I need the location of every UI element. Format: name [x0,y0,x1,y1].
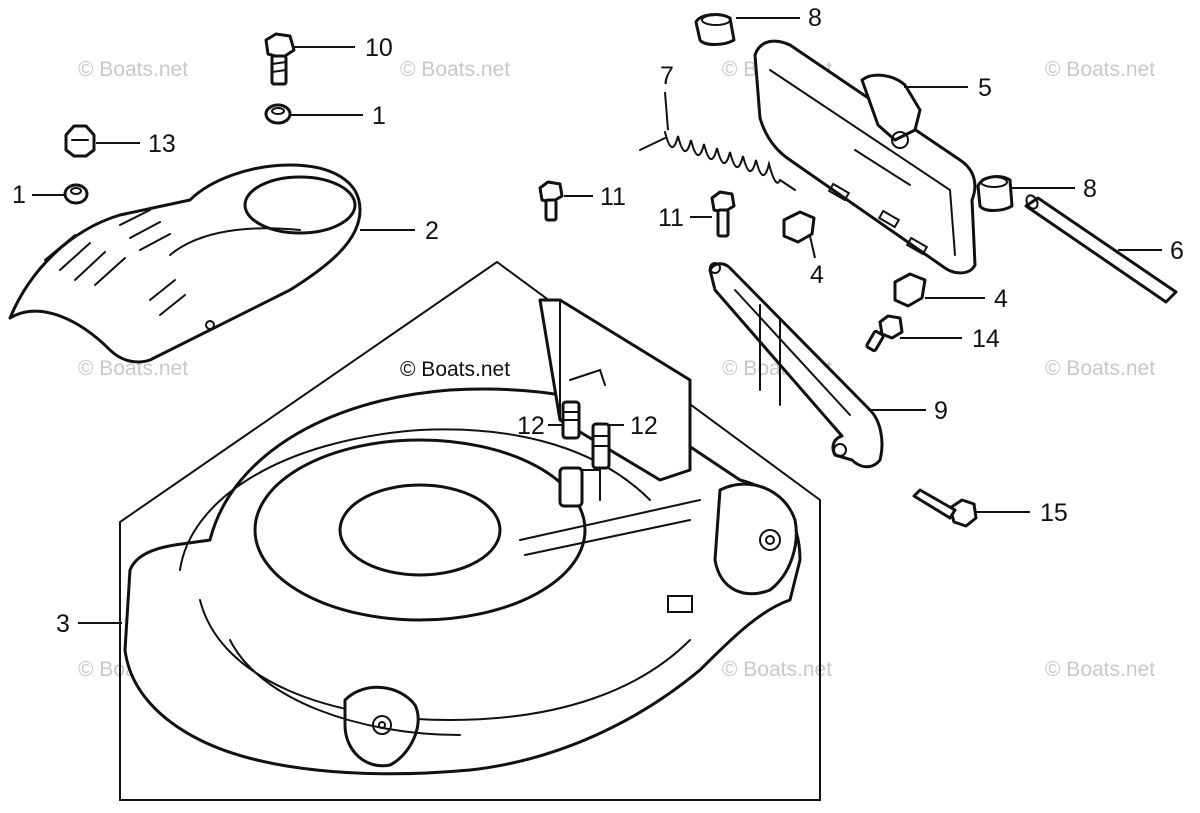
callout-8: 8 [808,4,822,32]
stopper-part [782,210,927,308]
watermark: © Boats.net [722,658,832,681]
bolt-part [538,180,736,238]
callout-4: 4 [994,285,1008,313]
callout-4: 4 [810,261,824,289]
callout-11: 11 [600,183,626,211]
callout-12: 12 [517,412,545,440]
leader-lines [32,17,1162,624]
callout-labels: 8 10 1 13 1 2 3 5 8 6 7 11 11 4 4 14 9 1… [12,4,1184,638]
watermark: © Boats.net [1045,58,1155,81]
callout-8: 8 [1083,175,1097,203]
bolt-part [264,32,296,86]
callout-15: 15 [1040,499,1068,527]
watermark: © Boats.net [400,58,510,81]
nut-part [64,124,96,158]
watermark: © Boats.net [78,357,188,380]
rear-flap-part [753,39,977,275]
callout-5: 5 [978,74,992,102]
bushing-part [694,13,1014,212]
callout-6: 6 [1170,237,1184,265]
center-watermark: © Boats.net [400,358,510,381]
bolt-part [912,488,978,528]
bolt-part [865,314,904,353]
callout-9: 9 [934,397,948,425]
shaft-part [1024,194,1178,304]
callout-13: 13 [148,130,176,158]
callout-1: 1 [12,181,26,209]
watermark: © Boats.net [1045,357,1155,380]
callout-2: 2 [425,217,439,245]
callout-7: 7 [660,62,674,90]
callout-3: 3 [56,610,70,638]
spring-part [639,131,796,191]
callout-11: 11 [658,204,684,232]
callout-1: 1 [372,102,386,130]
washer-part [63,103,292,205]
bracket-part [708,262,884,469]
stud-part [558,400,611,508]
callout-12: 12 [630,412,658,440]
callout-10: 10 [365,34,393,62]
callout-14: 14 [972,325,1000,353]
mower-deck-part [123,298,802,776]
watermark: © Boats.net [1045,658,1155,681]
watermark: © Boats.net [78,58,188,81]
cover-part [8,163,362,364]
